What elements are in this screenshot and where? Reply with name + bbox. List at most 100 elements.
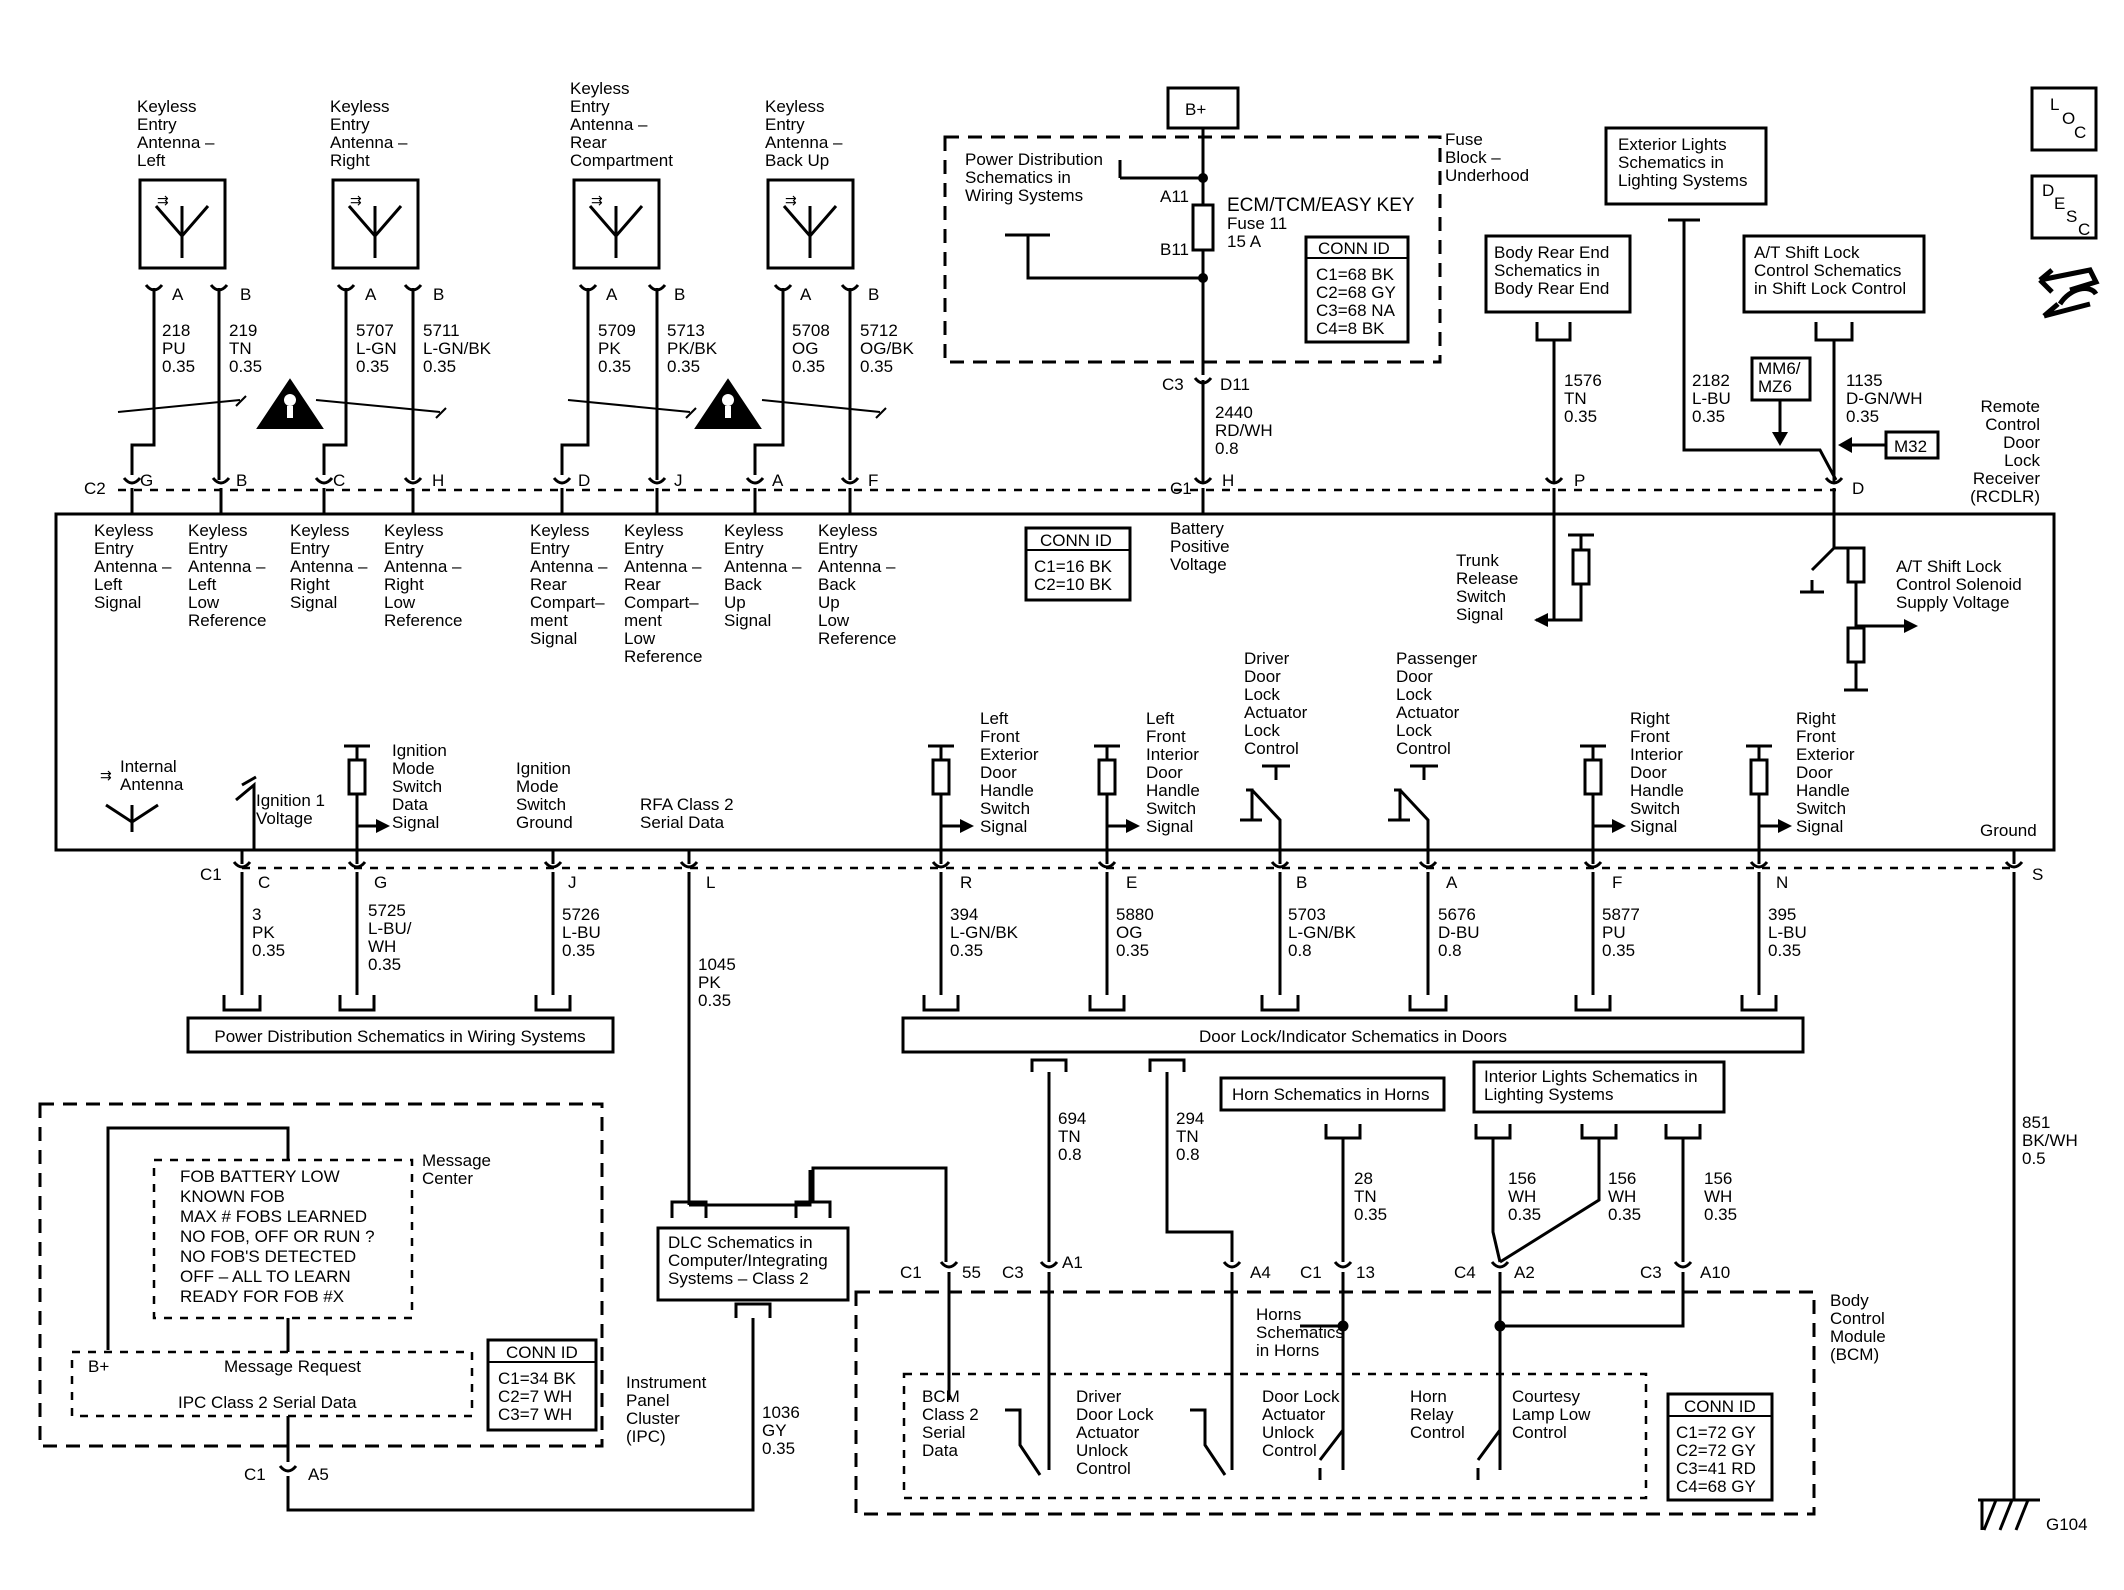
svg-text:C1: C1 [200,865,222,884]
svg-text:55: 55 [962,1263,981,1282]
svg-text:A: A [365,285,377,304]
svg-text:H: H [432,471,444,490]
svg-text:Door Lock/Indicator Schematics: Door Lock/Indicator Schematics in Doors [1199,1027,1507,1046]
vehicle-swap-icon[interactable] [2038,267,2100,319]
svg-text:CONN ID: CONN ID [1040,531,1112,550]
svg-text:⇉: ⇉ [591,192,603,208]
caution-icon [256,378,324,429]
svg-text:A: A [800,285,812,304]
svg-text:A: A [772,471,784,490]
svg-text:A: A [1446,873,1458,892]
svg-text:G104: G104 [2046,1515,2088,1534]
svg-text:A2: A2 [1514,1263,1535,1282]
svg-text:Message Request: Message Request [224,1357,361,1376]
svg-text:L: L [706,873,715,892]
svg-text:B11: B11 [1160,240,1189,259]
loc-icon[interactable]: LOC [2030,86,2098,152]
svg-text:B: B [433,285,444,304]
svg-text:A11: A11 [1160,187,1189,206]
svg-text:⇉: ⇉ [785,192,797,208]
svg-text:F: F [1612,873,1622,892]
svg-text:S: S [2032,865,2043,884]
svg-text:Power Distribution Schematics: Power Distribution Schematics in Wiring … [214,1027,585,1046]
svg-text:P: P [1574,471,1585,490]
svg-text:CONN ID: CONN ID [1318,239,1390,258]
svg-text:C3: C3 [1640,1263,1662,1282]
svg-text:MM6/MZ6: MM6/MZ6 [1758,359,1801,396]
svg-text:E: E [1126,873,1137,892]
pd-reference-bar: Power Distribution Schematics in Wiring … [186,995,615,1054]
svg-text:G: G [374,873,387,892]
svg-text:J: J [568,873,577,892]
svg-text:B+: B+ [88,1357,109,1376]
caution-icon-2 [694,378,762,429]
svg-text:C4: C4 [1454,1263,1476,1282]
svg-text:A4: A4 [1250,1263,1271,1282]
svg-text:S: S [2066,207,2077,226]
svg-text:13: 13 [1356,1263,1375,1282]
svg-text:CONN ID: CONN ID [1684,1397,1756,1416]
svg-text:J: J [674,471,683,490]
door-lock-reference-bar: Door Lock/Indicator Schematics in Doors [901,995,1805,1054]
svg-text:C: C [2078,220,2090,239]
svg-text:C1: C1 [1300,1263,1322,1282]
svg-text:IPC Class 2 Serial Data: IPC Class 2 Serial Data [178,1393,357,1412]
svg-text:⇉: ⇉ [157,192,169,208]
svg-text:D: D [2042,181,2054,200]
svg-text:C1: C1 [900,1263,922,1282]
